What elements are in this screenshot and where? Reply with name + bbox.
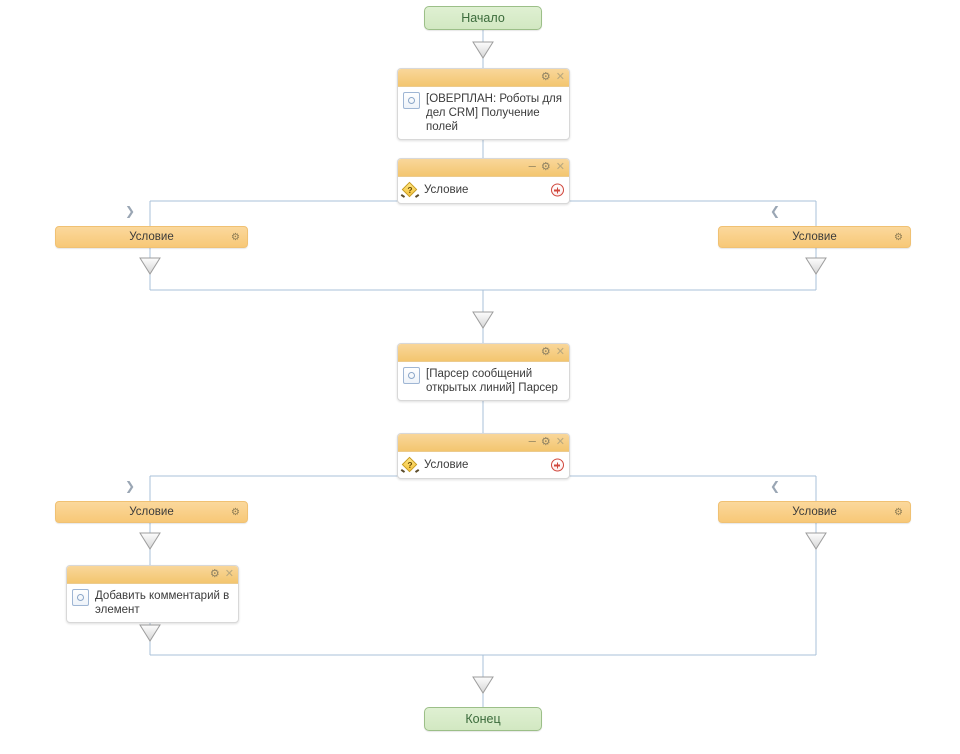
node-header: – ⚙ ✕ xyxy=(398,159,569,177)
node-header-buttons: ⚙ ✕ xyxy=(541,344,565,361)
action-node-parser[interactable]: ⚙ ✕ [Парсер сообщений открытых линий] Па… xyxy=(397,343,570,401)
close-icon[interactable]: ✕ xyxy=(555,161,565,173)
add-branch-icon[interactable] xyxy=(551,183,564,197)
branch-node-2-right[interactable]: Условие ⚙ xyxy=(718,501,911,523)
close-icon[interactable]: ✕ xyxy=(224,568,234,580)
minimize-icon[interactable]: – xyxy=(528,158,536,173)
gear-icon[interactable]: ⚙ xyxy=(209,568,220,580)
gear-icon[interactable]: ⚙ xyxy=(231,507,240,518)
action-node-overplan[interactable]: ⚙ ✕ [ОВЕРПЛАН: Роботы для дел CRM] Получ… xyxy=(397,68,570,140)
node-header: ⚙ ✕ xyxy=(67,566,238,584)
condition-node-2[interactable]: – ⚙ ✕ ? Условие xyxy=(397,433,570,479)
node-body: [ОВЕРПЛАН: Роботы для дел CRM] Получение… xyxy=(398,87,569,139)
close-icon[interactable]: ✕ xyxy=(555,436,565,448)
node-body: ? Условие xyxy=(398,177,569,203)
gear-icon[interactable]: ⚙ xyxy=(894,507,903,518)
gear-icon[interactable]: ⚙ xyxy=(894,232,903,243)
robot-action-icon xyxy=(403,92,420,109)
condition-node-label: Условие xyxy=(424,184,469,196)
node-header-buttons: ⚙ ✕ xyxy=(541,69,565,86)
branch-marker-left-2: ❯ xyxy=(125,479,136,493)
node-header: ⚙ ✕ xyxy=(398,69,569,87)
branch-node-1-right[interactable]: Условие ⚙ xyxy=(718,226,911,248)
action-node-comment[interactable]: ⚙ ✕ Добавить комментарий в элемент xyxy=(66,565,239,623)
branch-label: Условие xyxy=(129,231,174,243)
node-header-buttons: – ⚙ ✕ xyxy=(529,434,565,451)
gear-icon[interactable]: ⚙ xyxy=(540,71,551,83)
node-header-buttons: ⚙ ✕ xyxy=(210,566,234,583)
node-body: Добавить комментарий в элемент xyxy=(67,584,238,622)
action-node-label: [ОВЕРПЛАН: Роботы для дел CRM] Получение… xyxy=(426,93,562,133)
end-node-label: Конец xyxy=(465,712,501,726)
node-header-buttons: – ⚙ ✕ xyxy=(529,159,565,176)
start-node-label: Начало xyxy=(461,11,505,25)
branch-node-2-left[interactable]: Условие ⚙ xyxy=(55,501,248,523)
start-node[interactable]: Начало xyxy=(424,6,542,30)
node-body: ? Условие xyxy=(398,452,569,478)
parser-action-icon xyxy=(403,367,420,384)
action-node-label: [Парсер сообщений открытых линий] Парсер xyxy=(426,368,558,394)
condition-diamond-icon: ? xyxy=(400,181,420,199)
action-node-label: Добавить комментарий в элемент xyxy=(95,590,230,616)
node-header: ⚙ ✕ xyxy=(398,344,569,362)
branch-marker-right-2: ❮ xyxy=(770,479,781,493)
gear-icon[interactable]: ⚙ xyxy=(540,346,551,358)
end-node[interactable]: Конец xyxy=(424,707,542,731)
condition-node-label: Условие xyxy=(424,459,469,471)
gear-icon[interactable]: ⚙ xyxy=(231,232,240,243)
gear-icon[interactable]: ⚙ xyxy=(540,161,551,173)
add-branch-icon[interactable] xyxy=(551,458,564,472)
node-body: [Парсер сообщений открытых линий] Парсер xyxy=(398,362,569,400)
node-header: – ⚙ ✕ xyxy=(398,434,569,452)
comment-action-icon xyxy=(72,589,89,606)
condition-node-1[interactable]: – ⚙ ✕ ? Условие xyxy=(397,158,570,204)
branch-label: Условие xyxy=(792,231,837,243)
branch-label: Условие xyxy=(792,506,837,518)
close-icon[interactable]: ✕ xyxy=(555,71,565,83)
condition-diamond-icon: ? xyxy=(400,456,420,474)
branch-marker-right-1: ❮ xyxy=(770,204,781,218)
close-icon[interactable]: ✕ xyxy=(555,346,565,358)
branch-node-1-left[interactable]: Условие ⚙ xyxy=(55,226,248,248)
question-mark-glyph: ? xyxy=(407,185,413,195)
branch-marker-left-1: ❯ xyxy=(125,204,136,218)
minimize-icon[interactable]: – xyxy=(528,433,536,448)
question-mark-glyph: ? xyxy=(407,460,413,470)
branch-label: Условие xyxy=(129,506,174,518)
gear-icon[interactable]: ⚙ xyxy=(540,436,551,448)
